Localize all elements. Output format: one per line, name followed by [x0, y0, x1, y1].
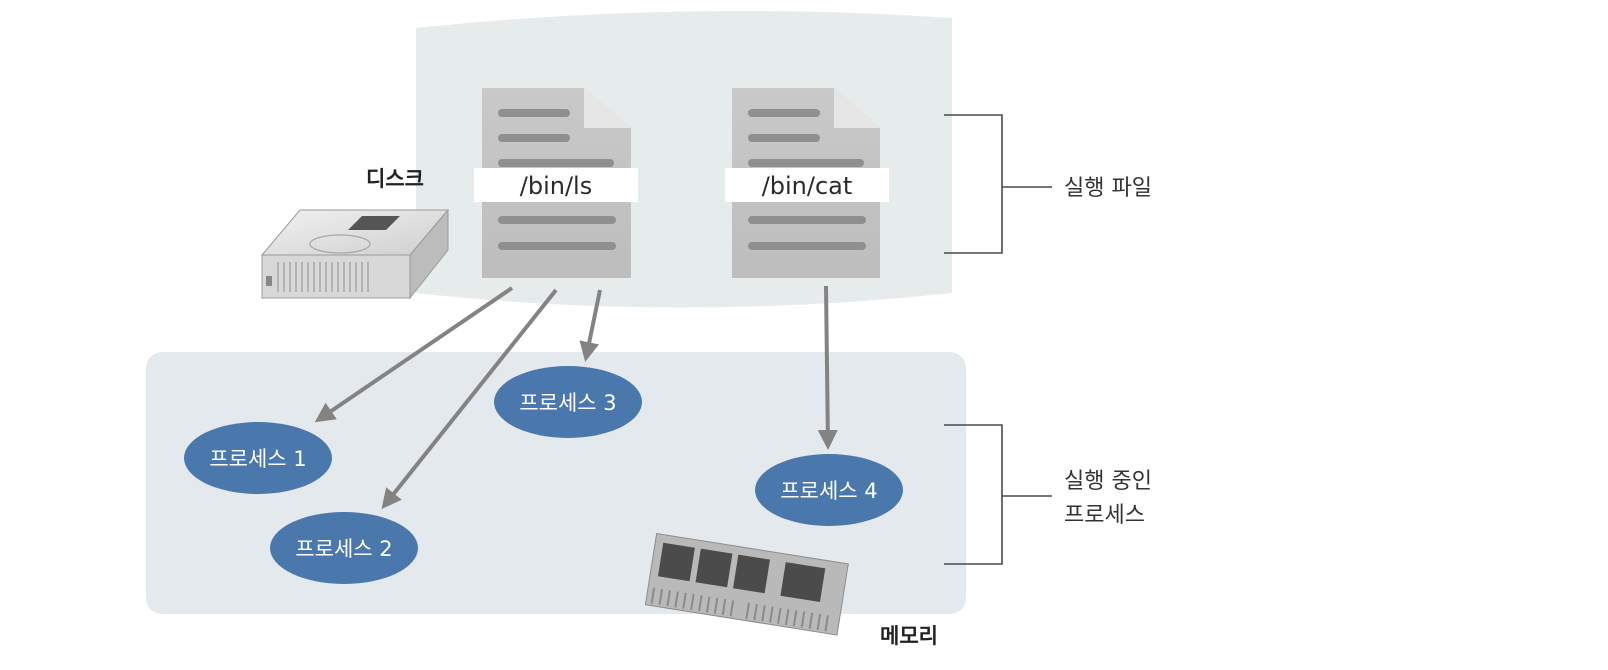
file-name-cat: /bin/cat: [762, 172, 853, 200]
hard-disk-icon: [260, 208, 450, 300]
load-arrows: [314, 285, 838, 510]
memory-label: 메모리: [880, 624, 938, 648]
process-2: 프로세스 2: [270, 512, 418, 584]
process-3: 프로세스 3: [494, 366, 642, 438]
disk-label: 디스크: [366, 167, 424, 191]
process-4: 프로세스 4: [755, 454, 903, 526]
ram-module-icon: [644, 532, 849, 636]
arrow-ls-to-process-2: [381, 288, 558, 510]
arrow-cat-to-process-4: [817, 285, 838, 450]
file-name-box-ls: [474, 168, 638, 202]
process-2-label: 프로세스 2: [295, 537, 392, 561]
running-processes-label-line2: 프로세스: [1064, 503, 1145, 528]
arrow-ls-to-process-3: [579, 289, 602, 362]
arrow-ls-to-process-1: [314, 286, 514, 423]
process-1: 프로세스 1: [184, 422, 332, 494]
running-processes-bracket: [944, 424, 1052, 565]
running-processes-label-line1: 실행 중인: [1064, 469, 1152, 494]
process-4-label: 프로세스 4: [780, 479, 877, 503]
process-1-label: 프로세스 1: [209, 447, 306, 471]
process-3-label: 프로세스 3: [519, 391, 616, 415]
file-name-box-cat: [725, 168, 889, 202]
executable-files-bracket: [944, 114, 1052, 254]
file-name-ls: /bin/ls: [520, 172, 592, 200]
executable-files-label: 실행 파일: [1064, 176, 1152, 201]
